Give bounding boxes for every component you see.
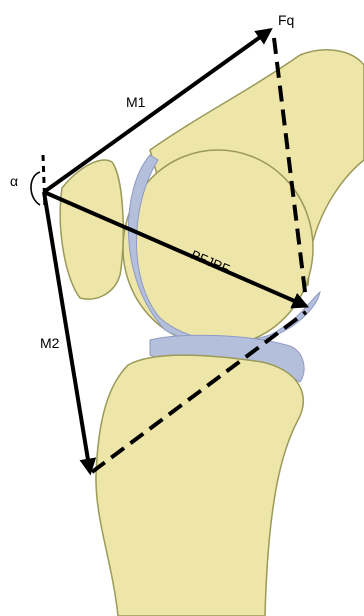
alpha-angle-arc — [31, 172, 40, 205]
patella — [60, 160, 123, 299]
m1-label: M1 — [126, 94, 146, 110]
alpha-label: α — [10, 173, 18, 189]
m2-label: M2 — [40, 335, 60, 351]
tibia — [96, 355, 303, 616]
femoral-condyle — [123, 150, 313, 346]
fq-label: Fq — [278, 12, 294, 28]
alpha-reference-line — [43, 155, 45, 210]
